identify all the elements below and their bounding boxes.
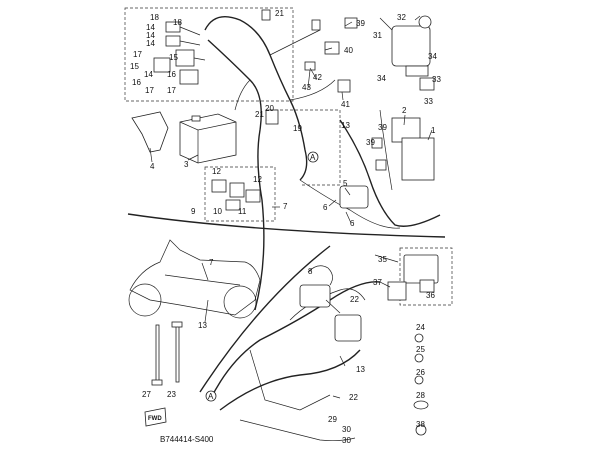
callout-20: 20 bbox=[265, 104, 274, 113]
main-wire-harness bbox=[204, 16, 441, 311]
callout-22: 22 bbox=[349, 393, 358, 402]
callout-12: 12 bbox=[212, 167, 221, 176]
fwd-label: FWD bbox=[148, 416, 162, 422]
callout-labels: 1 2 3 4 5 6 6 7 7 8 9 10 11 12 12 13 13 … bbox=[130, 9, 441, 445]
callout-11: 11 bbox=[238, 207, 247, 216]
callout-18: 18 bbox=[150, 13, 159, 22]
callout-25: 25 bbox=[416, 345, 425, 354]
callout-15: 15 bbox=[130, 62, 139, 71]
callout-17: 17 bbox=[167, 86, 176, 95]
callout-14: 14 bbox=[146, 39, 155, 48]
callout-26: 26 bbox=[416, 368, 425, 377]
connector-a-label: A bbox=[208, 392, 214, 401]
callout-9: 9 bbox=[191, 207, 196, 216]
ecu-unit bbox=[387, 254, 439, 301]
callout-10: 10 bbox=[213, 207, 222, 216]
callout-16: 16 bbox=[132, 78, 141, 87]
callout-23: 23 bbox=[167, 390, 176, 399]
scooter-silhouette bbox=[128, 239, 261, 319]
callout-13: 13 bbox=[341, 121, 350, 130]
callout-30: 30 bbox=[342, 425, 351, 434]
callout-1: 1 bbox=[431, 126, 436, 135]
callout-32: 32 bbox=[397, 13, 406, 22]
callout-42: 42 bbox=[313, 73, 322, 82]
callout-35: 35 bbox=[378, 255, 387, 264]
callout-33: 33 bbox=[424, 97, 433, 106]
sensor-group-outline bbox=[270, 109, 341, 186]
callout-34: 34 bbox=[428, 52, 437, 61]
callout-7: 7 bbox=[209, 258, 214, 267]
callout-31: 31 bbox=[373, 31, 382, 40]
callout-39: 39 bbox=[366, 138, 375, 147]
callout-4: 4 bbox=[150, 162, 155, 171]
callout-6: 6 bbox=[323, 203, 328, 212]
callout-15: 15 bbox=[169, 53, 178, 62]
connector-parts bbox=[261, 9, 387, 209]
leader-lines bbox=[149, 15, 433, 399]
callout-14: 14 bbox=[146, 23, 155, 32]
callout-21: 21 bbox=[255, 110, 264, 119]
callout-13: 13 bbox=[356, 365, 365, 374]
callout-28: 28 bbox=[416, 391, 425, 400]
battery-bracket bbox=[131, 111, 169, 153]
callout-3: 3 bbox=[184, 160, 189, 169]
callout-39: 39 bbox=[378, 123, 387, 132]
callout-5: 5 bbox=[343, 179, 348, 188]
battery bbox=[179, 113, 237, 164]
callout-34: 34 bbox=[377, 74, 386, 83]
frame-assembly bbox=[209, 265, 381, 442]
callout-41: 41 bbox=[341, 100, 350, 109]
connector-a-label: A bbox=[310, 153, 316, 162]
callout-39: 39 bbox=[356, 19, 365, 28]
section-divider bbox=[127, 213, 446, 238]
callout-33: 33 bbox=[432, 75, 441, 84]
callout-6: 6 bbox=[350, 219, 355, 228]
callout-18: 18 bbox=[173, 18, 182, 27]
fuse-box-parts bbox=[153, 21, 206, 85]
callout-13: 13 bbox=[198, 321, 207, 330]
callout-17: 17 bbox=[145, 86, 154, 95]
relay-group-outline bbox=[204, 166, 276, 222]
callout-36: 36 bbox=[426, 291, 435, 300]
callout-40: 40 bbox=[344, 46, 353, 55]
connector-a-lower: A bbox=[205, 390, 217, 402]
callout-37: 37 bbox=[373, 278, 382, 287]
callout-2: 2 bbox=[402, 106, 407, 115]
callout-14: 14 bbox=[144, 70, 153, 79]
callout-24: 24 bbox=[416, 323, 425, 332]
callout-30: 30 bbox=[342, 436, 351, 445]
callout-29: 29 bbox=[328, 415, 337, 424]
fuse-box-group-outline bbox=[124, 7, 294, 102]
callout-14: 14 bbox=[146, 31, 155, 40]
ecu-group-outline bbox=[399, 247, 453, 306]
callout-16: 16 bbox=[167, 70, 176, 79]
callout-12: 12 bbox=[253, 175, 262, 184]
relay-parts bbox=[211, 179, 261, 211]
callout-8: 8 bbox=[308, 267, 313, 276]
callout-22: 22 bbox=[350, 295, 359, 304]
callout-27: 27 bbox=[142, 390, 151, 399]
callout-21: 21 bbox=[275, 9, 284, 18]
callout-19: 19 bbox=[293, 124, 302, 133]
callout-38: 38 bbox=[416, 420, 425, 429]
callout-43: 43 bbox=[302, 83, 311, 92]
connector-a-upper: A bbox=[307, 151, 319, 163]
callout-17: 17 bbox=[133, 50, 142, 59]
diagram-code: B744414-S400 bbox=[160, 435, 214, 444]
handlebar-switch-parts bbox=[391, 15, 435, 181]
forward-indicator: FWD bbox=[144, 407, 167, 427]
cable-ties bbox=[151, 321, 183, 386]
callout-7: 7 bbox=[283, 202, 288, 211]
clamp-parts bbox=[413, 333, 429, 436]
section-divider-lower bbox=[199, 245, 331, 393]
